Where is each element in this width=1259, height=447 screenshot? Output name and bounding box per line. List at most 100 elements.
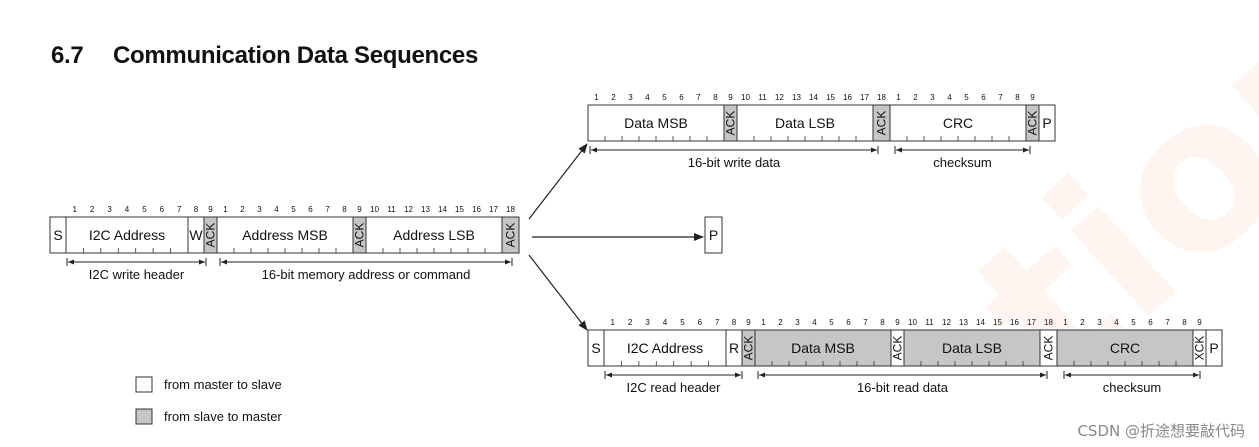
bit-number: 4 (274, 205, 279, 214)
bit-number: 16 (843, 93, 852, 102)
legend: from master to slave from slave to master (135, 376, 282, 425)
ack-bit-text: ACK (891, 336, 905, 361)
bit-number: 6 (308, 205, 313, 214)
bit-number: 1 (896, 93, 901, 102)
stop-condition-text: P (1209, 340, 1218, 356)
bit-number: 9 (895, 318, 900, 327)
bit-number: 10 (741, 93, 750, 102)
bit-number: 2 (1080, 318, 1085, 327)
bit-number: 5 (291, 205, 296, 214)
bit-number: 8 (1015, 93, 1020, 102)
data-lsb-field-text: Data LSB (942, 340, 1002, 356)
bit-number: 5 (680, 318, 685, 327)
legend-master-swatch (135, 376, 153, 393)
bit-number: 11 (925, 318, 934, 327)
bit-number: 2 (778, 318, 783, 327)
crc-field (889, 104, 1027, 142)
csdn-watermark: CSDN @折途想要敲代码 (1077, 422, 1245, 440)
write-bit-text: W (189, 227, 203, 243)
read-data-brace: 16-bit read data (757, 371, 1048, 395)
bit-number: 17 (489, 205, 498, 214)
crc-field-text: CRC (943, 115, 973, 131)
bit-number: 9 (357, 205, 362, 214)
bit-number: 2 (913, 93, 918, 102)
i2c-address-field-text: I2C Address (89, 227, 165, 243)
section-title: Communication Data Sequences (113, 42, 479, 69)
bit-number: 15 (455, 205, 464, 214)
bit-number: 6 (698, 318, 703, 327)
bit-number: 4 (125, 205, 130, 214)
bit-number: 7 (863, 318, 868, 327)
bit-number: 1 (610, 318, 615, 327)
ack-bit-text: ACK (204, 223, 218, 248)
ack-bit-text: ACK (724, 111, 738, 136)
bit-number: 13 (421, 205, 430, 214)
bit-number: 1 (223, 205, 228, 214)
i2c-read-header-brace: I2C read header (604, 371, 743, 395)
bit-number: 1 (1063, 318, 1068, 327)
bit-number: 6 (160, 205, 165, 214)
ack-bit-text: ACK (1026, 111, 1040, 136)
arrow-to-write-data (528, 143, 588, 220)
bit-number: 5 (662, 93, 667, 102)
bit-number: 5 (1131, 318, 1136, 327)
crc-field (1056, 329, 1194, 367)
stop-condition-text: P (709, 227, 718, 243)
stop-condition (704, 216, 723, 254)
bit-number: 5 (829, 318, 834, 327)
bit-number: 3 (930, 93, 935, 102)
data-msb-field-text: Data MSB (624, 115, 688, 131)
arrow-to-read (528, 254, 588, 331)
bit-number: 15 (826, 93, 835, 102)
read-bit-text: R (729, 340, 739, 356)
bit-number: 8 (342, 205, 347, 214)
bit-number: 7 (998, 93, 1003, 102)
start-condition-text: S (53, 227, 62, 243)
data-lsb-field (736, 104, 874, 142)
i2c-write-header-brace: I2C write header (66, 258, 207, 282)
bit-number: 16 (472, 205, 481, 214)
bit-number: 6 (1148, 318, 1153, 327)
bit-number: 9 (746, 318, 751, 327)
bit-number: 3 (257, 205, 262, 214)
stop-only-frame: P (704, 216, 723, 254)
stop-condition (1038, 104, 1056, 142)
bit-number: 17 (860, 93, 869, 102)
bit-number: 3 (1097, 318, 1102, 327)
bit-number: 8 (732, 318, 737, 327)
bit-number: 5 (964, 93, 969, 102)
bit-number: 7 (715, 318, 720, 327)
write-data-brace: 16-bit write data (589, 146, 879, 170)
write-checksum-brace-label: checksum (933, 155, 992, 170)
ack-bit-text: ACK (353, 223, 367, 248)
i2c-read-header-brace-label: I2C read header (627, 380, 722, 395)
bit-number: 12 (942, 318, 951, 327)
data-lsb-field-text: Data LSB (775, 115, 835, 131)
bit-number: 10 (370, 205, 379, 214)
crc-field-text: CRC (1110, 340, 1140, 356)
bit-number: 8 (1182, 318, 1187, 327)
bit-number: 8 (880, 318, 885, 327)
bit-number: 18 (877, 93, 886, 102)
read-checksum-brace-label: checksum (1103, 380, 1162, 395)
legend-slave-label: from slave to master (164, 409, 282, 424)
read-data-brace-label: 16-bit read data (857, 380, 949, 395)
ack-bit-text: ACK (742, 336, 756, 361)
bit-number: 11 (387, 205, 396, 214)
bit-number: 4 (1114, 318, 1119, 327)
data-lsb-field (903, 329, 1041, 367)
bit-number: 13 (959, 318, 968, 327)
write-checksum-brace: checksum (894, 146, 1031, 170)
bit-number: 7 (325, 205, 330, 214)
legend-master-label: from master to slave (164, 377, 282, 392)
bit-number: 4 (947, 93, 952, 102)
bit-number: 6 (981, 93, 986, 102)
i2c-address-field (603, 329, 727, 367)
bit-number: 17 (1027, 318, 1036, 327)
section-number: 6.7 (51, 42, 84, 69)
bit-number: 12 (404, 205, 413, 214)
bit-number: 1 (72, 205, 77, 214)
address-msb-field-text: Address MSB (242, 227, 328, 243)
i2c-address-field-text: I2C Address (627, 340, 703, 356)
